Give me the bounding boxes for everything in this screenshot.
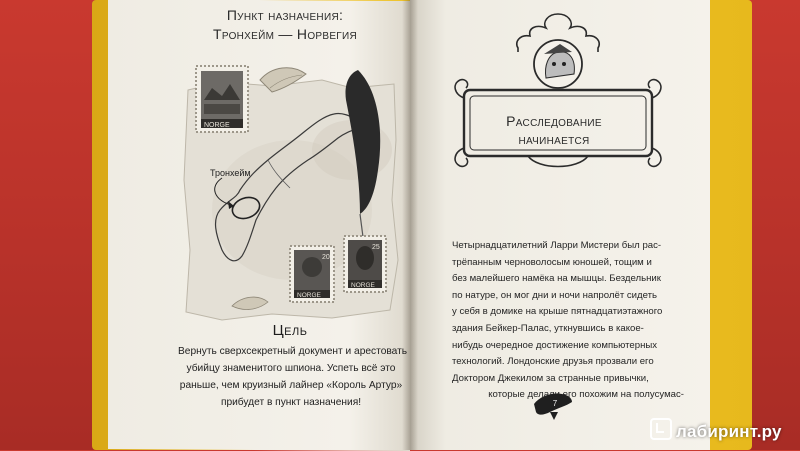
destination-title: Пункт назначения: Тронхейм — Норвегия [190, 6, 380, 44]
feather [345, 70, 381, 214]
ornamental-frame [454, 13, 662, 168]
watermark-text: лабиринт.ру [676, 422, 782, 441]
chapter-title: Расследование начинается [464, 112, 644, 148]
chapter-frame [448, 8, 668, 178]
body-line: по натуре, он мог дни и ночи напролёт си… [452, 289, 658, 301]
body-line: которые делали его похожим на полусумас- [488, 389, 684, 401]
travel-collage: NORGE NORGE 20 NORGE 25 [182, 60, 400, 322]
goal-text: Вернуть сверхсекретный документ и аресто… [178, 343, 408, 411]
page-number-badge [530, 382, 576, 422]
body-line: у себя в домике на крыше пятнадцатиэтажн… [452, 306, 663, 318]
chapter-body-text: Четырнадцатилетний Ларри Мистери был рас… [452, 238, 688, 404]
goal-line: Вернуть сверхсекретный документ и аресто… [178, 346, 408, 357]
book-spine-shadow [402, 0, 418, 450]
destination-line-1: Пункт назначения: [226, 7, 344, 23]
trondheim-circle [231, 196, 261, 220]
stamp-3-value: 25 [372, 244, 380, 251]
stamp-3-country: NORGE [351, 282, 376, 289]
body-line: технологий. Лондонские друзья прозвали е… [452, 356, 654, 368]
postage-stamp-1 [195, 65, 249, 133]
chapter-title-line-1: Расследование [506, 113, 602, 129]
body-line: нибудь очередное достижение компьютерных [452, 339, 658, 351]
page-number: 7 [552, 399, 558, 408]
stamp-2-value: 20 [322, 254, 330, 261]
detective-hat-icon [534, 393, 572, 420]
title-box [462, 88, 654, 158]
body-line: без малейшего намёка на мышцы. Бездельни… [452, 273, 661, 285]
postage-stamp-2 [289, 245, 335, 303]
goal-line: прибудет в пункт назначения! [220, 397, 362, 408]
collage-illustration: NORGE NORGE 20 NORGE 25 [183, 65, 399, 321]
stamp-2-country: NORGE [297, 292, 322, 299]
chapter-title-line-2: начинается [518, 131, 590, 147]
destination-line-2: Тронхейм — Норвегия [212, 26, 358, 42]
body-line: Четырнадцатилетний Ларри Мистери был рас… [452, 240, 662, 251]
stamp-1-country: NORGE [204, 122, 230, 129]
postage-stamp-3 [343, 235, 387, 293]
goal-line: раньше, чем круизный лайнер «Король Арту… [179, 380, 403, 391]
goal-heading: Цель [272, 322, 308, 339]
goal-line: убийцу знаменитого шпиона. Успеть всё эт… [186, 363, 396, 374]
labirint-logo-icon [650, 418, 672, 440]
map-label-trondheim: Тронхейм [210, 168, 251, 178]
body-line: трёпанным черноволосым юношей, тощим и [452, 256, 652, 268]
watermark: лабиринт.ру [650, 418, 800, 446]
body-line: здания Бейкер-Палас, уткнувшись в какое- [452, 322, 644, 334]
body-line: Доктором Джекилом за странные привычки, [452, 372, 649, 384]
